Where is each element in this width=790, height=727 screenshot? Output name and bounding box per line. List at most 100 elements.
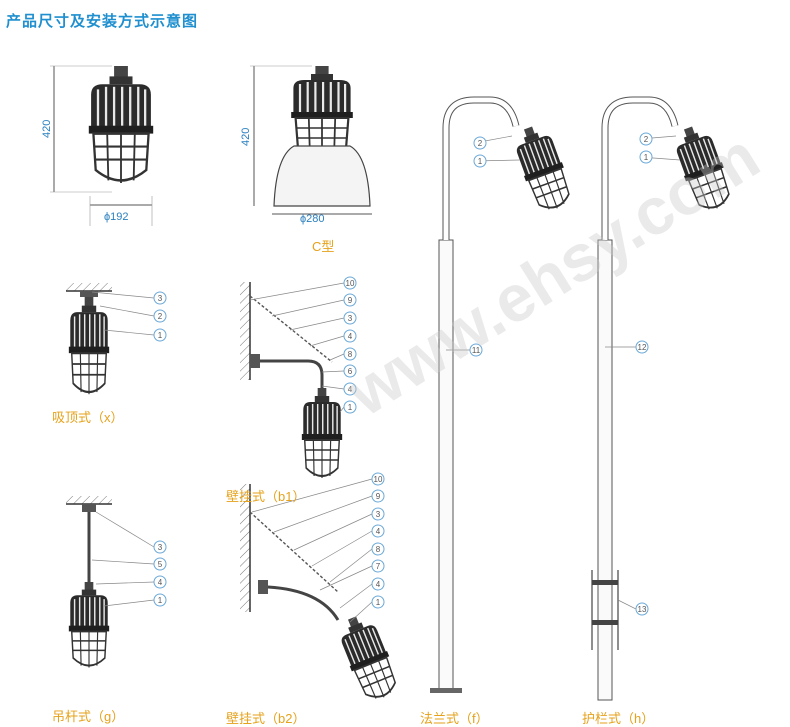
callout-circle — [153, 540, 167, 554]
rail-mount-drawing — [591, 96, 738, 701]
callout-leader-line — [273, 495, 373, 533]
callout-circle — [153, 575, 167, 589]
callout-circle — [371, 507, 385, 521]
wall-mount-b2-drawing — [240, 484, 404, 706]
callout-leader-line — [329, 353, 345, 361]
callout-leader-line — [339, 406, 345, 413]
height-dim-c: 420 — [240, 128, 252, 146]
callout-number: 2 — [644, 135, 649, 144]
callout-circle — [343, 311, 357, 325]
callout-number: 13 — [638, 605, 647, 614]
callout-circle — [153, 328, 167, 342]
callout-circle — [473, 136, 487, 150]
callout-leader-line — [95, 581, 155, 585]
callout-number: 2 — [478, 139, 483, 148]
pendant-mount-drawing — [66, 496, 112, 669]
diameter-dim-c: ϕ280 — [300, 213, 325, 225]
callout-leader-line — [321, 385, 345, 390]
callout-number: 9 — [376, 492, 381, 501]
callout-circle — [371, 577, 385, 591]
callout-circle — [371, 524, 385, 538]
callout-leader-line — [339, 583, 373, 609]
callout-circle — [343, 329, 357, 343]
height-dim-a: 420 — [41, 120, 53, 138]
caption-wall-mount-b2: 壁挂式（b2） — [226, 711, 306, 726]
callout-leader-line — [99, 305, 155, 317]
callout-circle — [153, 309, 167, 323]
caption-pendant-mount: 吊杆式（g） — [52, 709, 125, 724]
callout-number: 10 — [374, 475, 383, 484]
caption-rail-mount: 护栏式（h） — [582, 711, 655, 726]
callout-leader-line — [103, 599, 155, 607]
lamp-standard-drawing: 420 ϕ192 — [41, 64, 155, 226]
callout-number: 3 — [158, 294, 163, 303]
callout-number: 1 — [644, 153, 649, 162]
caption-wall-mount-b1: 壁挂式（b1） — [226, 489, 306, 504]
callout-number: 1 — [158, 331, 163, 340]
callout-circle — [639, 132, 653, 146]
callout-number: 9 — [348, 296, 353, 305]
wall-mount-b1-drawing — [240, 282, 344, 479]
callout-circle — [371, 559, 385, 573]
callout-number: 10 — [346, 279, 355, 288]
callout-circle — [343, 347, 357, 361]
callout-leader-line — [271, 299, 345, 317]
callout-number: 8 — [348, 350, 353, 359]
callout-leader-line — [329, 548, 373, 583]
callout-circle — [371, 542, 385, 556]
callout-number: 4 — [348, 385, 353, 394]
callout-circle — [343, 382, 357, 396]
callout-leader-line — [91, 291, 155, 299]
callout-number: 5 — [158, 560, 163, 569]
callout-circle — [371, 489, 385, 503]
caption-c-type: C型 — [312, 239, 335, 254]
lamp-c-type-drawing: 420 ϕ280 — [240, 64, 372, 225]
callout-circle — [343, 293, 357, 307]
callout-number: 12 — [638, 343, 647, 352]
callout-circle — [469, 343, 483, 357]
ceiling-mount-drawing — [66, 283, 112, 396]
caption-ceiling-mount: 吸顶式（x） — [52, 410, 124, 425]
callout-number: 4 — [158, 578, 163, 587]
callout-number: 1 — [376, 598, 381, 607]
callout-leader-line — [349, 601, 373, 623]
callout-leader-line — [321, 370, 345, 373]
callout-leader-line — [249, 282, 345, 301]
callout-circle — [639, 150, 653, 164]
callout-number: 11 — [472, 346, 481, 355]
callout-leader-line — [251, 478, 373, 513]
callout-circle — [635, 340, 649, 354]
callout-number: 4 — [376, 580, 381, 589]
callout-leader-line — [289, 317, 345, 331]
callout-number: 2 — [158, 312, 163, 321]
callout-number: 3 — [376, 510, 381, 519]
diameter-dim-a: ϕ192 — [104, 211, 129, 223]
callout-leader-line — [311, 530, 373, 567]
callout-circle — [371, 595, 385, 609]
callout-number: 6 — [348, 367, 353, 376]
callout-leader-line — [103, 329, 155, 336]
callout-circle — [343, 276, 357, 290]
callout-circle — [635, 602, 649, 616]
callout-number: 1 — [158, 596, 163, 605]
callout-leader-line — [95, 511, 155, 548]
callout-circle — [153, 291, 167, 305]
callout-number: 4 — [376, 527, 381, 536]
callout-number: 8 — [376, 545, 381, 554]
callout-leader-line — [91, 559, 155, 565]
callout-leader-line — [617, 599, 637, 610]
callout-number: 4 — [348, 332, 353, 341]
callout-circle — [343, 400, 357, 414]
callout-circle — [153, 593, 167, 607]
callout-leader-line — [319, 565, 373, 591]
page-title: 产品尺寸及安装方式示意图 — [6, 13, 199, 30]
callout-number: 3 — [348, 314, 353, 323]
callout-number: 3 — [158, 543, 163, 552]
callout-number: 7 — [376, 562, 381, 571]
flange-pole-drawing — [430, 96, 578, 693]
callout-number: 1 — [478, 157, 483, 166]
callout-leader-line — [309, 335, 345, 347]
callout-number: 1 — [348, 403, 353, 412]
